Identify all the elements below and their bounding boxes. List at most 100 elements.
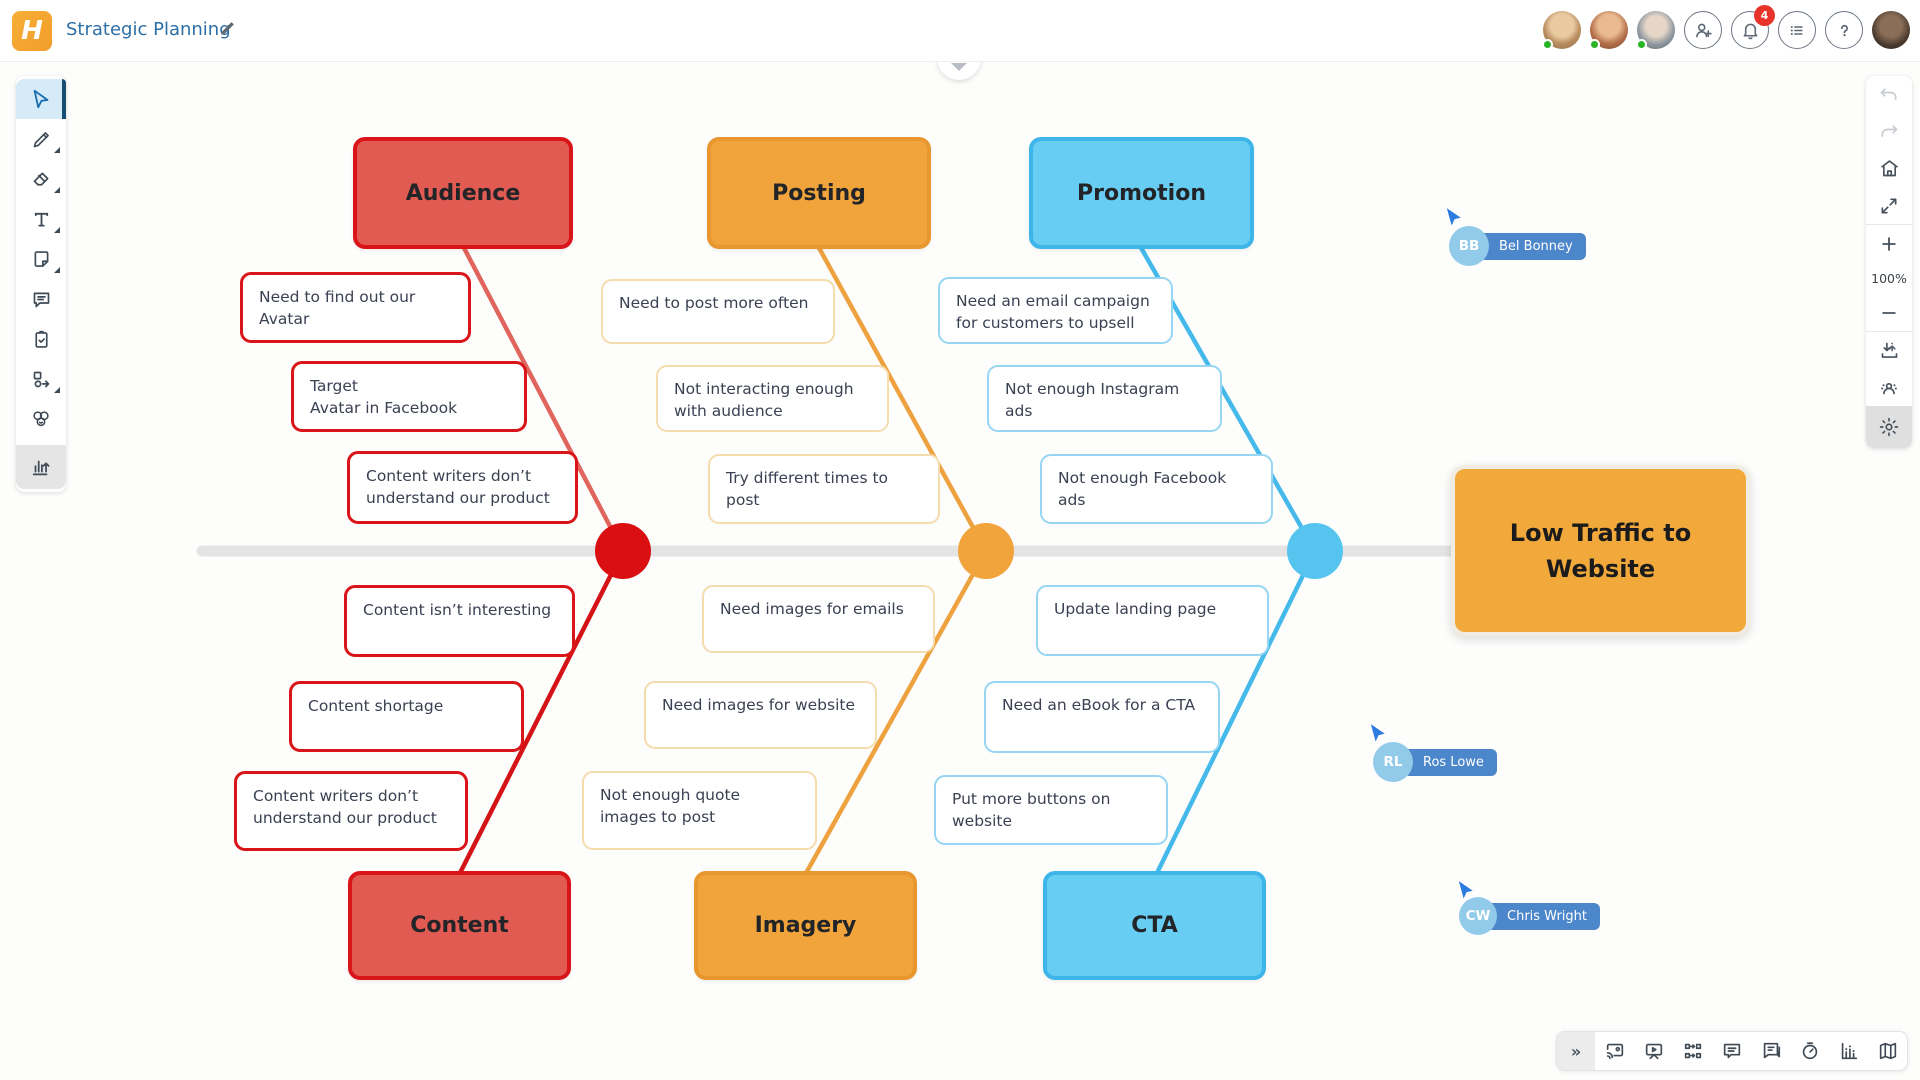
cause-box[interactable]: Update landing page [1036, 585, 1269, 656]
redo-button[interactable] [1866, 113, 1912, 150]
online-status-dot [1636, 39, 1647, 50]
export-button[interactable] [1866, 332, 1912, 369]
category-audience[interactable]: Audience [353, 137, 573, 249]
category-label: Content [410, 913, 509, 938]
spine-junction-red [595, 523, 651, 579]
cause-box[interactable]: Not interacting enough with audience [656, 365, 889, 432]
app-logo[interactable]: H [12, 11, 52, 51]
undo-icon [1880, 87, 1897, 100]
fullscreen-icon [1881, 198, 1897, 213]
screen-share-icon [1606, 1043, 1623, 1060]
notifications-button[interactable]: 4 [1731, 5, 1775, 49]
category-content[interactable]: Content [348, 871, 571, 980]
cause-box[interactable]: Need images for website [644, 681, 877, 749]
edit-title-icon[interactable] [218, 19, 237, 42]
cause-box[interactable]: Not enough Facebook ads [1040, 454, 1273, 524]
notification-badge: 4 [1754, 5, 1775, 26]
template-tool[interactable] [16, 319, 66, 359]
collaborator-avatar[interactable] [1542, 11, 1581, 50]
timer-button[interactable] [1790, 1032, 1829, 1070]
screen-share-button[interactable] [1595, 1032, 1634, 1070]
select-tool[interactable] [16, 79, 66, 119]
remote-cursor-ros-lowe: RL Ros Lowe [1369, 721, 1497, 782]
cause-box[interactable]: Content shortage [289, 681, 524, 752]
collaborator-avatar[interactable] [1589, 11, 1628, 50]
cause-box[interactable]: Not enough quote images to post [582, 771, 817, 850]
user-avatar[interactable] [1872, 11, 1910, 49]
invite-user-icon [1695, 23, 1712, 37]
notifications-bell-icon [1743, 23, 1757, 39]
category-label: Audience [405, 180, 521, 206]
category-promotion[interactable]: Promotion [1029, 137, 1254, 249]
expand-dock-button[interactable]: » [1557, 1032, 1595, 1070]
cause-box[interactable]: Content writers don’t understand our pro… [234, 771, 468, 851]
submenu-indicator [54, 187, 60, 193]
zoom-in-button[interactable] [1866, 225, 1912, 262]
shapes-connector-icon [33, 371, 49, 387]
help-button[interactable] [1825, 11, 1863, 49]
eraser-tool[interactable] [16, 159, 66, 199]
insights-button[interactable] [1829, 1032, 1868, 1070]
collaborator-avatar[interactable] [1636, 11, 1675, 50]
zoom-out-button[interactable] [1866, 294, 1912, 331]
zoom-level-value: 100% [1871, 270, 1907, 286]
cause-box[interactable]: Try different times to post [708, 454, 940, 524]
eraser-icon [33, 172, 48, 186]
submenu-indicator [54, 267, 60, 273]
task-list-button[interactable] [1778, 11, 1816, 49]
cause-box[interactable]: Target Avatar in Facebook [291, 361, 527, 432]
remote-cursor-chris-wright: CW Chris Wright [1457, 878, 1600, 935]
chevron-down-icon [951, 63, 967, 71]
cursor-avatar-initials: CW [1459, 897, 1497, 935]
cause-box[interactable]: Need images for emails [702, 585, 935, 653]
present-button[interactable] [1634, 1032, 1673, 1070]
chat-button[interactable] [1751, 1032, 1790, 1070]
invite-user-button[interactable] [1684, 11, 1722, 49]
comment-tool[interactable] [16, 279, 66, 319]
sticky-note-icon [34, 250, 48, 267]
cursor-avatar-initials: BB [1449, 226, 1489, 266]
cause-box[interactable]: Not enough Instagram ads [987, 365, 1222, 432]
cause-box[interactable]: Need to post more often [601, 279, 835, 344]
select-cursor-icon [33, 89, 49, 109]
cause-box[interactable]: Need to find out our Avatar [240, 272, 471, 343]
insights-icon [1841, 1042, 1857, 1060]
workflow-button[interactable] [1673, 1032, 1712, 1070]
chat-icon [1763, 1042, 1780, 1059]
home-button[interactable] [1866, 150, 1912, 187]
category-label: Promotion [1077, 180, 1206, 206]
toolbar-divider [1866, 224, 1912, 225]
remote-cursor-bel-bonney: BB Bel Bonney [1445, 205, 1586, 266]
toolbar-divider [1866, 331, 1912, 332]
text-tool[interactable] [16, 199, 66, 239]
cause-box[interactable]: Content writers don’t understand our pro… [347, 451, 578, 524]
cause-box[interactable]: Put more buttons on website [934, 775, 1168, 845]
sticky-note-tool[interactable] [16, 239, 66, 279]
map-button[interactable] [1868, 1032, 1907, 1070]
comments-button[interactable] [1712, 1032, 1751, 1070]
collaborators-icon [1881, 382, 1897, 394]
present-icon [1645, 1043, 1662, 1060]
pen-tool[interactable] [16, 119, 66, 159]
settings-button[interactable] [1866, 406, 1912, 448]
submenu-indicator [54, 147, 60, 153]
text-icon [34, 212, 48, 227]
spine-junction-orange [958, 523, 1014, 579]
frames-tool[interactable] [16, 445, 66, 489]
cause-box[interactable]: Need an email campaign for customers to … [938, 277, 1173, 344]
reactions-icon [33, 411, 49, 427]
problem-statement-box[interactable]: Low Traffic to Website [1451, 465, 1750, 636]
category-posting[interactable]: Posting [707, 137, 931, 249]
cause-box[interactable]: Need an eBook for a CTA [984, 681, 1220, 753]
cursor-arrow-icon [1369, 721, 1388, 745]
undo-button[interactable] [1866, 76, 1912, 113]
help-icon [1840, 24, 1848, 36]
collaborators-button[interactable] [1866, 369, 1912, 406]
category-imagery[interactable]: Imagery [694, 871, 917, 980]
cursor-avatar-initials: RL [1373, 742, 1413, 782]
category-cta[interactable]: CTA [1043, 871, 1266, 980]
cause-box[interactable]: Content isn’t interesting [344, 585, 575, 657]
reactions-tool[interactable] [16, 399, 66, 439]
fullscreen-button[interactable] [1866, 187, 1912, 224]
shapes-connector-tool[interactable] [16, 359, 66, 399]
